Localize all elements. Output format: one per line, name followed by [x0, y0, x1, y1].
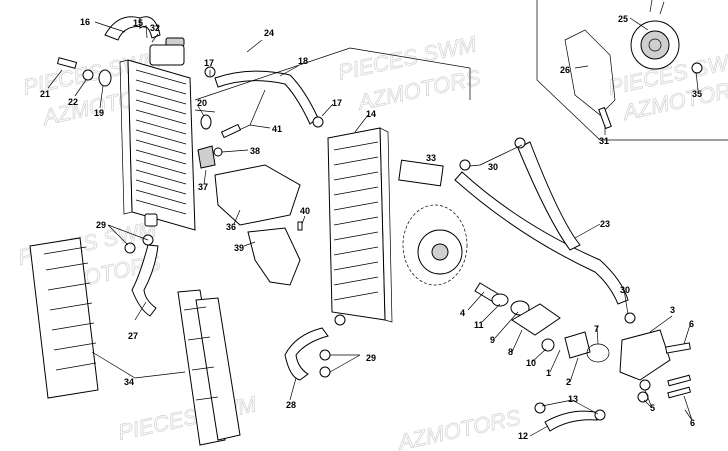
pump-cover: [619, 329, 671, 381]
rubber-grommet: [98, 69, 112, 87]
fan-nut: [691, 62, 703, 74]
callout-label: 18: [298, 56, 308, 66]
left-radiator: [119, 37, 196, 231]
callout-label: 6: [690, 418, 695, 428]
callout-label: 31: [599, 136, 609, 146]
callout-label: 26: [560, 65, 570, 75]
callout-label: 10: [526, 358, 536, 368]
leader-lines: [47, 17, 699, 437]
callout-label: 5: [650, 403, 655, 413]
callout-label: 32: [150, 23, 160, 33]
timing-chain-sprocket: [402, 204, 468, 286]
callout-label: 1: [546, 368, 551, 378]
water-pump-assembly: [474, 282, 692, 403]
callout-label: 6: [689, 319, 694, 329]
callout-label: 34: [124, 377, 134, 387]
callout-label: 13: [568, 394, 578, 404]
mounting-screw: [56, 57, 78, 69]
callout-label: 11: [474, 320, 484, 330]
callout-label: 12: [518, 431, 528, 441]
callout-label: 8: [508, 347, 513, 357]
callout-label: 22: [68, 97, 78, 107]
callout-label: 29: [96, 220, 106, 230]
reference-lines: [194, 47, 471, 113]
radiator-hose-18: [214, 70, 319, 125]
radiator-louvers: [29, 237, 241, 446]
lower-hose-27: [131, 244, 159, 317]
callout-label: 19: [94, 108, 104, 118]
right-radiator: [327, 127, 393, 323]
expansion-tank: [214, 164, 301, 226]
callout-label: 28: [286, 400, 296, 410]
callout-label: 2: [566, 377, 571, 387]
fan-bracket: [564, 29, 616, 116]
callout-label: 23: [600, 219, 610, 229]
pump-bolt: [665, 342, 691, 354]
callout-label: 20: [197, 98, 207, 108]
callout-label: 41: [272, 124, 282, 134]
callout-label: 24: [264, 28, 274, 38]
radiator-guard: [398, 159, 444, 187]
pump-gasket: [586, 343, 610, 363]
callout-label: 15: [133, 18, 143, 28]
callout-label: 36: [226, 222, 236, 232]
tank-cap: [197, 145, 216, 169]
callout-label: 21: [40, 89, 50, 99]
callout-label: 40: [300, 206, 310, 216]
callout-label: 17: [204, 58, 214, 68]
fan-screw: [598, 106, 612, 130]
cooling-fan-hub: [640, 30, 670, 60]
callout-label: 17: [332, 98, 342, 108]
pump-impeller: [511, 303, 561, 336]
callout-label: 16: [80, 17, 90, 27]
callout-label: 27: [128, 331, 138, 341]
callout-label: 33: [426, 153, 436, 163]
tank-bracket: [247, 227, 301, 286]
callout-label: 30: [488, 162, 498, 172]
callout-label: 30: [620, 285, 630, 295]
callout-label: 14: [366, 109, 376, 119]
bypass-hose: [544, 410, 598, 432]
callout-label: 37: [198, 182, 208, 192]
callout-label: 3: [670, 305, 675, 315]
callout-label: 29: [366, 353, 376, 363]
callout-labels: 16 15 32 24 17 18 21 22 19 20 41 17 14 3…: [40, 14, 702, 441]
washer: [82, 69, 94, 81]
fan-inset-box: [536, 0, 728, 141]
callout-label: 38: [250, 146, 260, 156]
callout-label: 35: [692, 89, 702, 99]
callout-label: 7: [594, 324, 599, 334]
callout-label: 25: [618, 14, 628, 24]
hose-clamps: [124, 66, 636, 421]
lower-hose-28: [284, 327, 329, 381]
watermark-text: AZMOTORS: [394, 405, 523, 451]
long-coolant-hose: [454, 171, 629, 305]
callout-label: 4: [460, 308, 465, 318]
radiator-filler-neck: [149, 44, 185, 66]
callout-label: 39: [234, 243, 244, 253]
callout-label: 9: [490, 335, 495, 345]
